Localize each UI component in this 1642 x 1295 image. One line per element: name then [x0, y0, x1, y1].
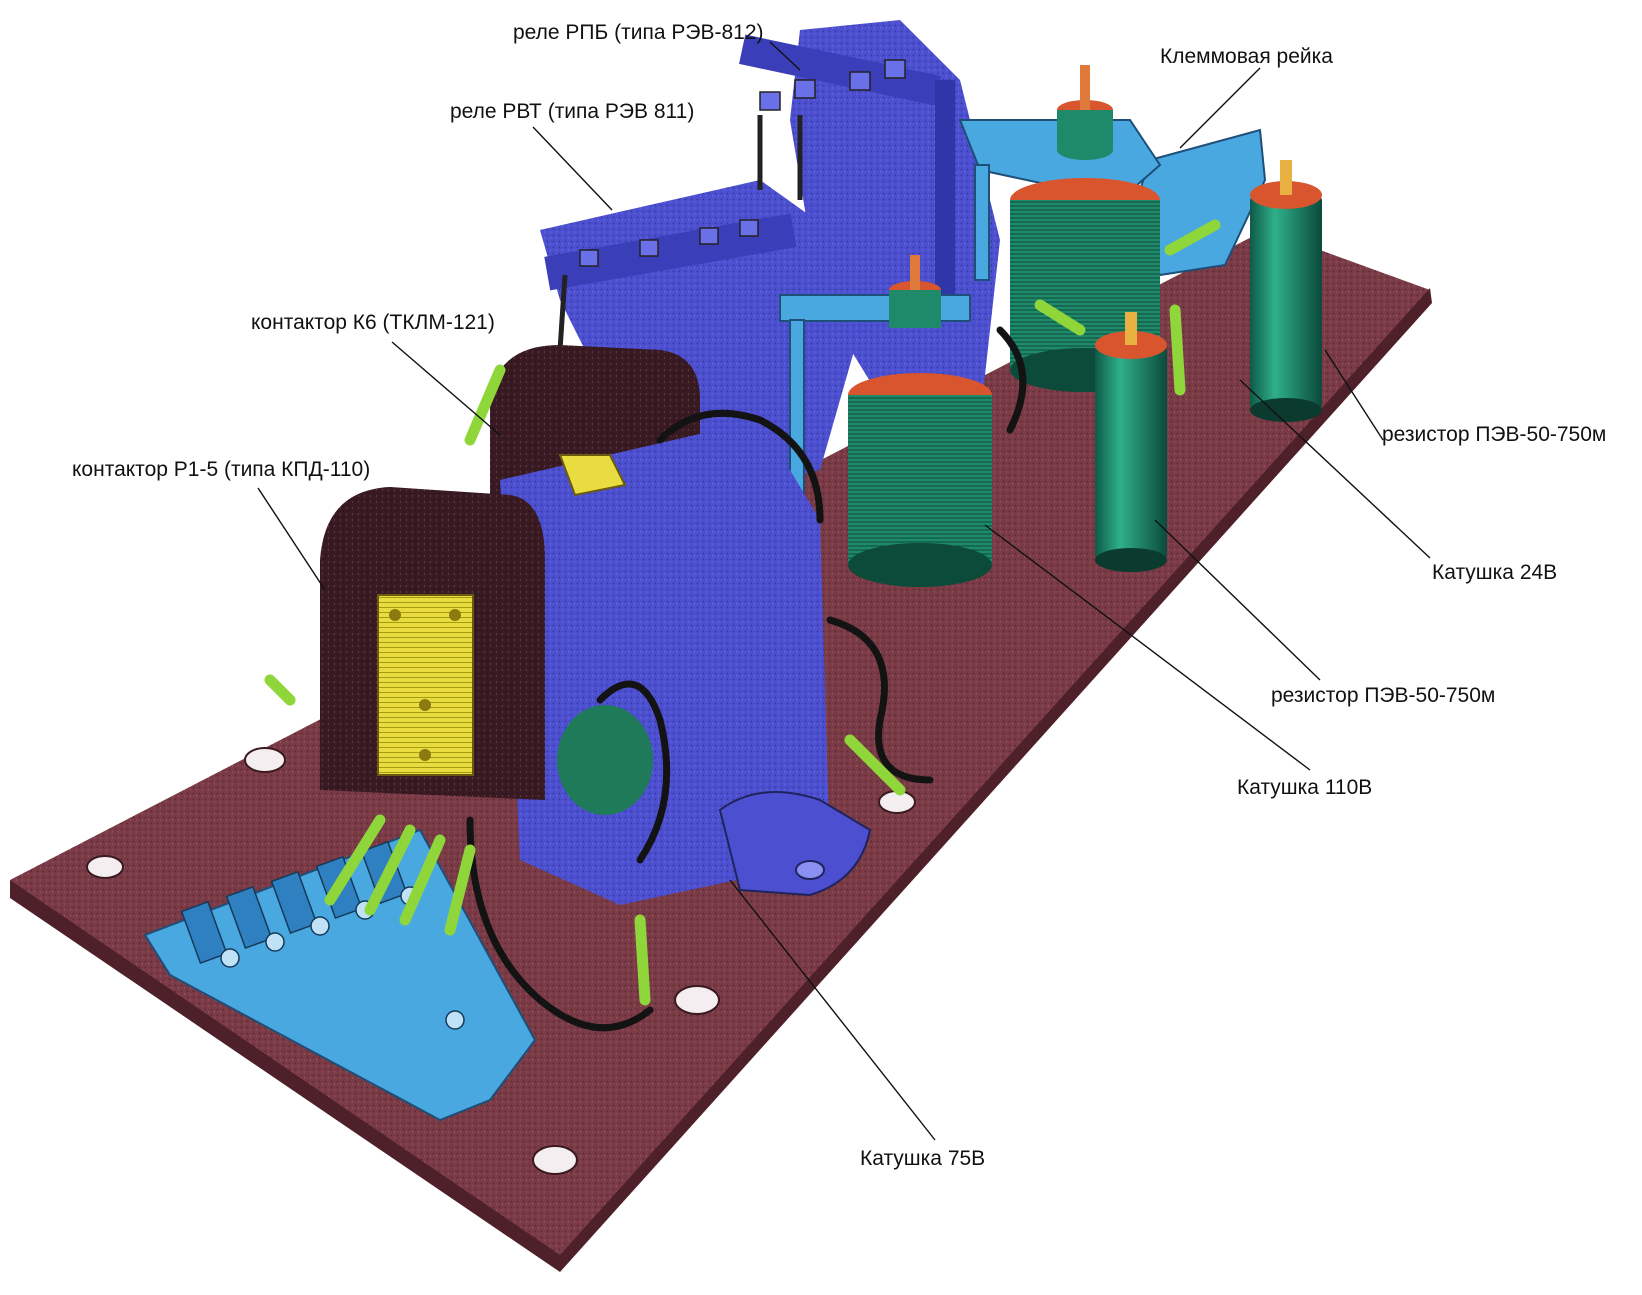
label-coil-24: Катушка 24В [1432, 561, 1557, 584]
leader-lines [257, 41, 1431, 1141]
label-rvt: реле РВТ (типа РЭВ 811) [450, 100, 694, 123]
leader-coil-110 [984, 524, 1311, 771]
label-coil-75: Катушка 75В [860, 1147, 985, 1170]
label-r1-5: контактор Р1-5 (типа КПД-110) [72, 458, 370, 481]
leader-resistor-top [1324, 349, 1384, 441]
label-resistor-mid: резистор ПЭВ-50-750м [1271, 684, 1495, 707]
labels: реле РПБ (типа РЭВ-812) реле РВТ (типа Р… [72, 21, 1606, 1170]
mounting-hole [86, 747, 916, 1175]
label-rpb: реле РПБ (типа РЭВ-812) [513, 21, 764, 44]
leader-coil-75 [729, 879, 936, 1141]
label-coil-110: Катушка 110В [1237, 776, 1372, 799]
contactor-r1-5 [320, 420, 872, 905]
leader-k6 [391, 341, 501, 436]
leader-terminal-strip [1179, 67, 1261, 149]
leader-rpb [769, 41, 801, 71]
leader-r1-5 [257, 487, 326, 591]
wiring [264, 219, 1221, 1032]
label-resistor-top: резистор ПЭВ-50-750м [1382, 423, 1606, 446]
leader-resistor-mid [1154, 519, 1321, 681]
resistor-top [1250, 160, 1322, 422]
resistor-mid [1095, 312, 1167, 572]
leader-rvt [532, 126, 613, 211]
label-terminal-strip: Клеммовая рейка [1160, 45, 1333, 68]
leader-coil-24 [1239, 379, 1431, 559]
label-k6: контактор К6 (ТКЛМ-121) [251, 311, 495, 334]
